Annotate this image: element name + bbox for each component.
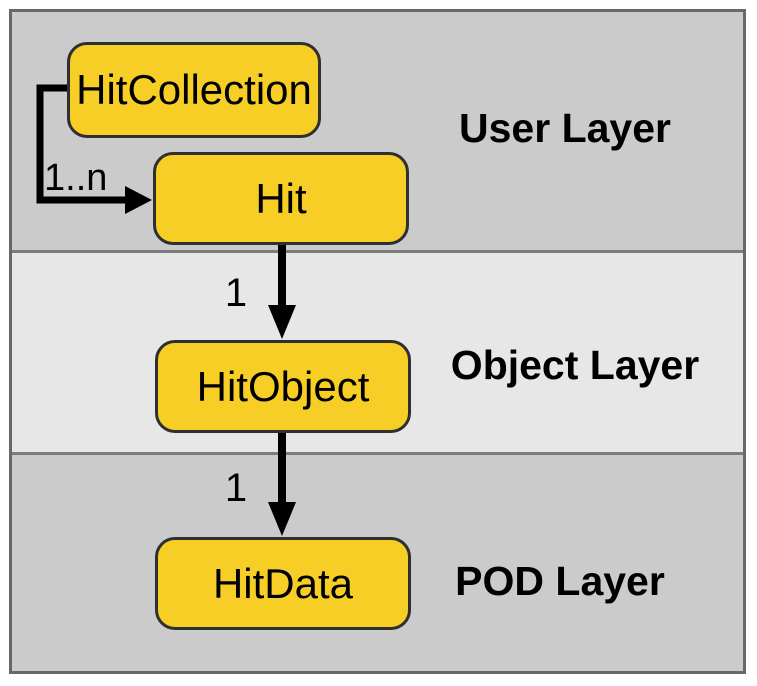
layer-label-user: User Layer [459,105,671,151]
node-hitdata-label: HitData [212,559,354,607]
layer-label-object: Object Layer [450,342,700,388]
node-hitobject-label: HitObject [196,362,370,410]
edge-multiplicity-hitobject-hitdata: 1 [224,466,248,510]
edge-multiplicity-1n: 1..n [44,157,108,199]
node-hit-label: Hit [255,174,307,222]
node-hitcollection-label: HitCollection [76,66,312,113]
edge-multiplicity-hit-hitobject: 1 [224,271,248,315]
layer-label-pod: POD Layer [455,558,665,604]
node-hitdata: HitData [155,537,411,630]
node-hit: Hit [153,152,409,245]
node-hitcollection: HitCollection [67,42,321,138]
layer-divider-1 [12,250,743,253]
layer-divider-2 [12,452,743,455]
node-hitobject: HitObject [155,340,411,433]
